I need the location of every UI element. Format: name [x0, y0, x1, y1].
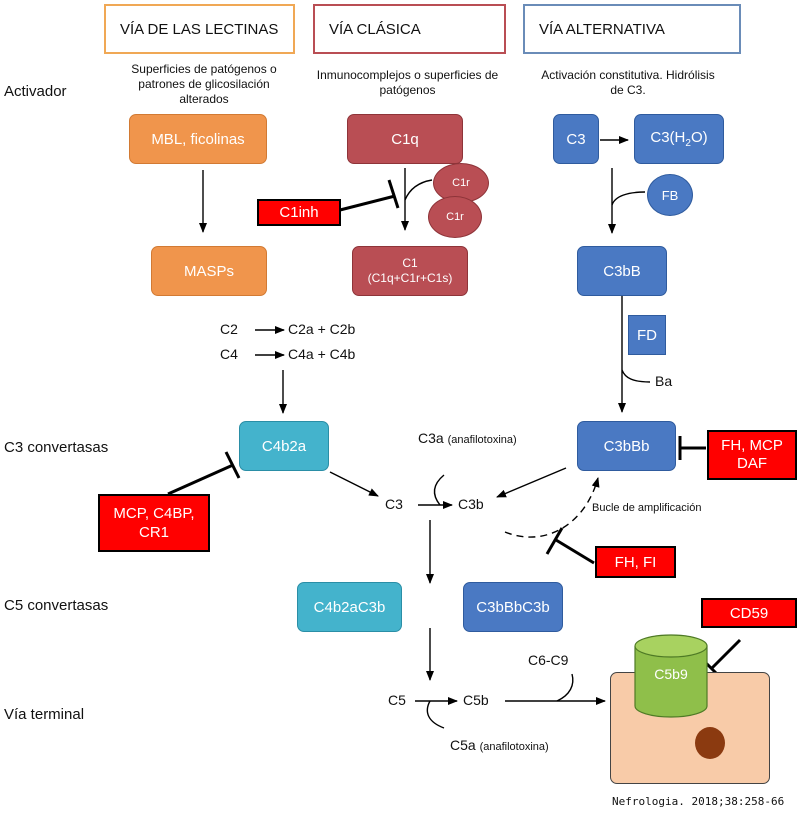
mcp-inhibition-line — [167, 463, 234, 496]
row-label-c3-convertasas: C3 convertasas — [4, 439, 109, 456]
node-c1-composition: (C1q+C1r+C1s) — [367, 271, 453, 285]
arrow-c4b2a-c3 — [329, 471, 379, 497]
label-c3a-text: C3a — [418, 430, 444, 446]
node-c3bbb: C3bBb — [577, 421, 676, 471]
ba-release-curve — [621, 369, 651, 383]
node-c3bbbc3b: C3bBbC3b — [463, 582, 563, 632]
c1r-binding-curve — [404, 179, 433, 201]
mcp-inhibition-bar — [224, 451, 241, 479]
label-c3a: C3a (anafilotoxina) — [418, 430, 517, 446]
row-label-via-terminal: Vía terminal — [4, 706, 85, 723]
label-bucle-amplificacion: Bucle de amplificación — [592, 502, 702, 514]
inhibitor-fh-fi: FH, FI — [595, 546, 676, 578]
node-c3h2o-label: C3(H2O) — [650, 129, 708, 149]
node-c1-label: C1 — [402, 256, 418, 270]
label-c5: C5 — [388, 692, 406, 708]
label-c4-products: C4a + C4b — [288, 346, 356, 362]
label-c5a-anafilotoxina: (anafilotoxina) — [479, 741, 549, 753]
label-c5a-text: C5a — [450, 737, 476, 753]
arrow-c3bbb-c3b — [496, 467, 567, 498]
label-c2-products: C2a + C2b — [288, 321, 356, 337]
inhibitor-fh-mcp-daf: FH, MCP DAF — [707, 430, 797, 480]
c1inh-inhibition-line — [339, 194, 396, 212]
inhibitor-c1inh: C1inh — [257, 199, 341, 226]
amplification-loop-arrow — [504, 477, 600, 538]
label-c4: C4 — [220, 346, 238, 362]
row-label-activador: Activador — [4, 83, 67, 100]
label-c3b: C3b — [458, 496, 484, 512]
node-c3-alternativa: C3 — [553, 114, 599, 164]
inhibitor-mcp-c4bp-line1: MCP, C4BP, — [113, 505, 195, 522]
node-c1r-2: C1r — [428, 196, 482, 238]
fh-fi-inhibition-bar — [545, 527, 564, 555]
header-lectinas: VÍA DE LAS LECTINAS — [104, 4, 295, 54]
label-ba: Ba — [655, 373, 673, 389]
node-mbl-ficolinas: MBL, ficolinas — [129, 114, 267, 164]
label-c3-center: C3 — [385, 496, 403, 512]
node-c4b2ac3b: C4b2aC3b — [297, 582, 402, 632]
node-c3bb: C3bB — [577, 246, 667, 296]
cd59-inhibition-line — [710, 638, 742, 670]
node-c3h2o: C3(H2O) — [634, 114, 724, 164]
cell-nucleus — [695, 727, 725, 759]
label-c5a: C5a (anafilotoxina) — [450, 737, 549, 753]
label-c3a-anafilotoxina: (anafilotoxina) — [447, 434, 517, 446]
node-masps: MASPs — [151, 246, 267, 296]
row-label-c5-convertasas: C5 convertasas — [4, 597, 109, 614]
description-lectinas: Superficies de patógenos o patrones de g… — [131, 62, 277, 106]
citation: Nefrologia. 2018;38:258-66 — [612, 795, 785, 808]
inhibitor-fh-mcp-line2: DAF — [737, 455, 767, 472]
c6c9-binding-curve — [556, 673, 574, 702]
label-c5b: C5b — [463, 692, 489, 708]
inhibitor-mcp-c4bp-cr1: MCP, C4BP, CR1 — [98, 494, 210, 552]
node-c5b9: C5b9 — [654, 666, 688, 682]
c1inh-inhibition-bar — [387, 179, 400, 209]
node-c1q: C1q — [347, 114, 463, 164]
fb-binding-curve — [611, 191, 646, 206]
header-alternativa: VÍA ALTERNATIVA — [523, 4, 741, 54]
label-c6-c9: C6-C9 — [528, 652, 569, 668]
node-c4b2a: C4b2a — [239, 421, 329, 471]
node-fd: FD — [628, 315, 666, 355]
inhibitor-cd59: CD59 — [701, 598, 797, 628]
c5a-release-curve — [426, 700, 445, 729]
description-alternativa: Activación constitutiva. Hidrólisis de C… — [541, 68, 715, 97]
inhibitor-mcp-c4bp-line2: CR1 — [138, 524, 169, 541]
label-c2: C2 — [220, 321, 238, 337]
node-fb: FB — [647, 174, 693, 216]
c3a-release-curve — [433, 474, 445, 506]
fh-fi-inhibition-line — [555, 538, 595, 565]
c5b9-pore-icon — [634, 634, 708, 718]
inhibitor-fh-mcp-line1: FH, MCP — [721, 437, 783, 454]
node-c1: C1 (C1q+C1r+C1s) — [352, 246, 468, 296]
header-clasica: VÍA CLÁSICA — [313, 4, 506, 54]
description-clasica: Inmunocomplejos o superficies de patógen… — [316, 68, 499, 97]
